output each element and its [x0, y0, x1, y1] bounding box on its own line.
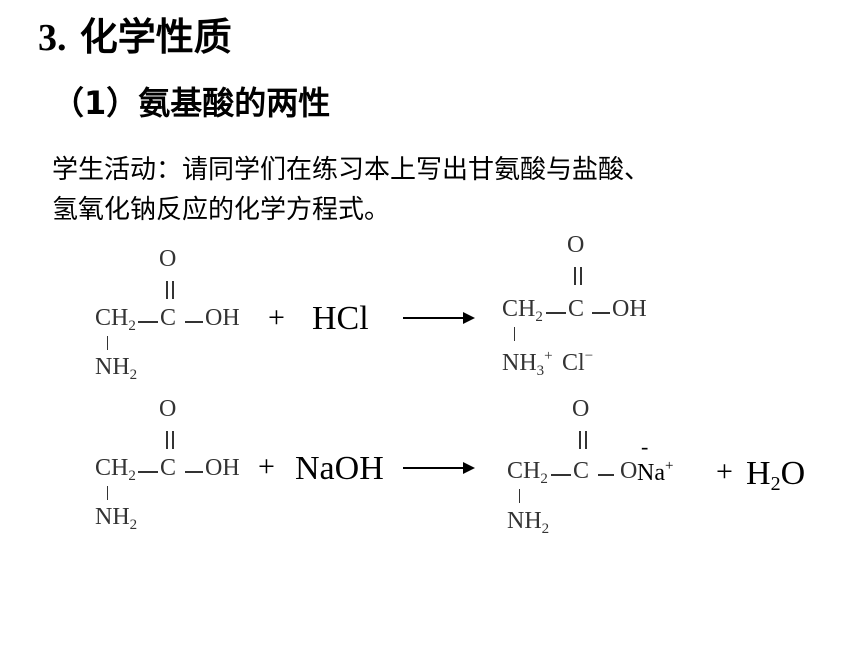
carbonyl-oxygen: O — [567, 232, 585, 258]
student-activity-text: 学生活动：请同学们在练习本上写出甘氨酸与盐酸、 氢氧化钠反应的化学方程式。 — [52, 150, 650, 230]
ammonium-group: NH3+ — [502, 348, 553, 379]
chloride-ion: Cl− — [562, 348, 594, 376]
single-bond — [592, 312, 610, 314]
double-bond-left — [574, 267, 576, 285]
amino-bond — [514, 327, 515, 341]
double-bond-left — [166, 431, 168, 449]
ch2-group: CH2 — [95, 455, 136, 484]
amino-group: NH2 — [507, 508, 550, 537]
activity-line-1: 学生活动：请同学们在练习本上写出甘氨酸与盐酸、 — [52, 155, 651, 185]
single-bond — [138, 321, 158, 323]
carbonyl-oxygen: O — [572, 396, 590, 422]
carboxyl-carbon: C — [160, 455, 177, 481]
ch2-group: CH2 — [507, 458, 548, 487]
water-product: H2O — [746, 455, 806, 495]
amino-bond — [107, 486, 108, 500]
double-bond-left — [579, 431, 581, 449]
amino-bond — [107, 336, 108, 350]
section-number: 3. — [38, 17, 67, 59]
single-bond — [546, 312, 566, 314]
plus-sign: + — [258, 450, 275, 483]
amino-bond — [519, 489, 520, 503]
ch2-group: CH2 — [95, 305, 136, 334]
hcl-reagent: HCl — [312, 300, 369, 337]
carboxyl-carbon: C — [568, 296, 585, 322]
single-bond — [551, 474, 571, 476]
ch2-group: CH2 — [502, 296, 543, 325]
carbonyl-oxygen: O — [159, 396, 177, 422]
plus-sign: + — [716, 455, 733, 488]
hydroxyl-group: OH — [205, 305, 240, 331]
naoh-reagent: NaOH — [295, 450, 384, 487]
amino-group: NH2 — [95, 504, 138, 533]
double-bond-right — [580, 267, 582, 285]
double-bond-left — [166, 281, 168, 299]
double-bond-right — [585, 431, 587, 449]
carbonyl-oxygen: O — [159, 246, 177, 272]
hydroxyl-group: OH — [205, 455, 240, 481]
single-bond — [185, 321, 203, 323]
hydroxyl-group: OH — [612, 296, 647, 322]
double-bond-right — [172, 281, 174, 299]
double-bond-right — [172, 431, 174, 449]
activity-line-2: 氢氧化钠反应的化学方程式。 — [52, 195, 391, 225]
sodium-ion: Na+ — [637, 458, 674, 486]
section-title: 3. 化学性质 — [38, 6, 232, 61]
subsection-title: （1）氨基酸的两性 — [52, 84, 331, 122]
single-bond — [598, 474, 614, 476]
single-bond — [185, 471, 203, 473]
plus-sign: + — [268, 301, 285, 334]
carboxyl-carbon: C — [160, 305, 177, 331]
negative-charge: - — [641, 434, 649, 459]
section-title-text: 化学性质 — [79, 15, 232, 59]
single-bond — [138, 471, 158, 473]
reaction-arrow — [403, 312, 475, 324]
amino-group: NH2 — [95, 354, 138, 383]
reaction-arrow — [403, 462, 475, 474]
carboxylate-oxygen: O — [620, 458, 638, 484]
carboxyl-carbon: C — [573, 458, 590, 484]
